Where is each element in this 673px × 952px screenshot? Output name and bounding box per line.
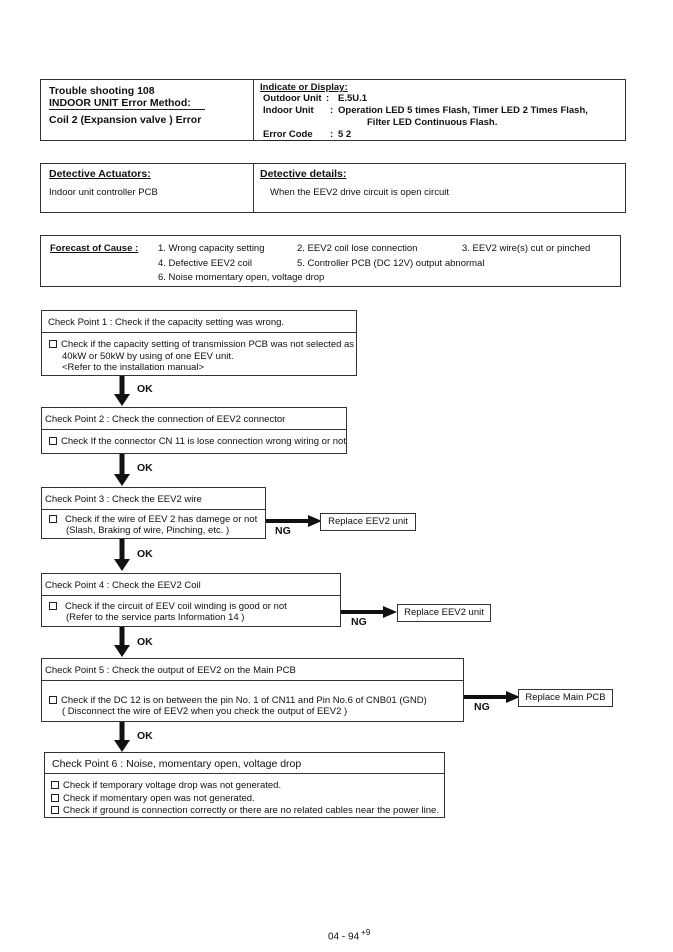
forecast-cause-3: 3. EEV2 wire(s) cut or pinched (462, 243, 591, 254)
ng-label: NG (351, 616, 367, 628)
indoor-colon: : (330, 105, 334, 116)
checkbox-icon (49, 340, 57, 348)
checkbox-icon (51, 781, 59, 789)
right-arrow-icon (464, 691, 520, 703)
check-point-6-item-2: Check if momentary open was not generate… (51, 793, 255, 804)
forecast-cause-6: 6. Noise momentary open, voltage drop (158, 272, 325, 283)
checkbox-icon (51, 794, 59, 802)
down-arrow-icon (114, 627, 130, 657)
ng-label: NG (474, 701, 490, 713)
checkbox-icon (49, 696, 57, 704)
checkbox-icon (49, 602, 57, 610)
check-point-6: Check Point 6 : Noise, momentary open, v… (44, 752, 445, 818)
forecast-cause-1: 1. Wrong capacity setting (158, 243, 265, 254)
ok-label: OK (137, 636, 153, 648)
check-point-6-item-3: Check if ground is connection correctly … (51, 805, 439, 816)
check-point-2-title: Check Point 2 : Check the connection of … (45, 414, 286, 425)
page-number: 04 - 94+9 (328, 928, 371, 943)
error-code-colon: : (330, 129, 334, 140)
check-point-4-line-2: (Refer to the service parts Information … (66, 612, 245, 623)
replace-main-pcb-button: Replace Main PCB (518, 689, 613, 707)
check-point-1-item: Check if the capacity setting of transmi… (49, 339, 354, 350)
checkbox-icon (49, 515, 57, 523)
down-arrow-icon (114, 539, 130, 571)
check-point-4-title: Check Point 4 : Check the EEV2 Coil (45, 580, 201, 591)
check-point-3: Check Point 3 : Check the EEV2 wire Chec… (41, 487, 266, 539)
outdoor-value: E.5U.1 (338, 93, 368, 104)
outdoor-colon: : (326, 93, 330, 104)
check-point-5-line-2: ( Disconnect the wire of EEV2 when you c… (62, 706, 348, 717)
ok-label: OK (137, 383, 153, 395)
error-code-label: Error Code (263, 129, 319, 141)
header-box: Trouble shooting 108 INDOOR UNIT Error M… (40, 79, 626, 141)
indoor-value-1: Operation LED 5 times Flash, Timer LED 2… (338, 105, 588, 116)
forecast-cause-5: 5. Controller PCB (DC 12V) output abnorm… (297, 258, 485, 269)
outdoor-label: Outdoor Unit (263, 93, 322, 104)
check-point-6-item-1: Check if temporary voltage drop was not … (51, 780, 281, 791)
check-point-5-title: Check Point 5 : Check the output of EEV2… (45, 665, 296, 676)
forecast-cause-2: 2. EEV2 coil lose connection (297, 243, 418, 254)
check-point-1-title: Check Point 1 : Check if the capacity se… (48, 317, 285, 328)
forecast-cause-4: 4. Defective EEV2 coil (158, 258, 252, 269)
ts-subject: Coil 2 (Expansion valve ) Error (49, 114, 202, 126)
forecast-label: Forecast of Cause : (50, 243, 139, 254)
detective-actuators-label: Detective Actuators: (49, 168, 151, 180)
indoor-value-2: Filter LED Continuous Flash. (367, 117, 498, 128)
down-arrow-icon (114, 376, 130, 406)
down-arrow-icon (114, 722, 130, 752)
ok-label: OK (137, 462, 153, 474)
forecast-box: Forecast of Cause : 1. Wrong capacity se… (40, 235, 621, 287)
check-point-6-title: Check Point 6 : Noise, momentary open, v… (52, 758, 302, 770)
checkbox-icon (49, 437, 57, 445)
ts-method: INDOOR UNIT Error Method: (49, 97, 205, 110)
detective-actuators-value: Indoor unit controller PCB (49, 187, 158, 198)
replace-eev2-unit-button: Replace EEV2 unit (320, 513, 416, 531)
ng-label: NG (275, 525, 291, 537)
check-point-5-item: Check if the DC 12 is on between the pin… (49, 695, 427, 706)
detective-details-value: When the EEV2 drive circuit is open circ… (270, 187, 449, 198)
detective-details-label: Detective details: (260, 168, 347, 180)
checkbox-icon (51, 806, 59, 814)
ok-label: OK (137, 548, 153, 560)
indicate-label: Indicate or Display: (260, 82, 348, 93)
ts-title: Trouble shooting 108 (49, 85, 155, 97)
check-point-1: Check Point 1 : Check if the capacity se… (41, 310, 357, 376)
check-point-3-title: Check Point 3 : Check the EEV2 wire (45, 494, 202, 505)
down-arrow-icon (114, 454, 130, 486)
check-point-3-line-2: (Slash, Braking of wire, Pinching, etc. … (66, 525, 230, 536)
replace-eev2-unit-button: Replace EEV2 unit (397, 604, 491, 622)
check-point-3-item: Check if the wire of EEV 2 has damege or… (49, 514, 257, 525)
right-arrow-icon (266, 515, 322, 527)
check-point-5: Check Point 5 : Check the output of EEV2… (41, 658, 464, 722)
check-point-2-item: Check If the connector CN 11 is lose con… (49, 436, 346, 447)
check-point-1-line-2: 40kW or 50kW by using of one EEV unit. (62, 351, 234, 362)
error-code-value: 5 2 (338, 129, 352, 140)
check-point-2: Check Point 2 : Check the connection of … (41, 407, 347, 454)
check-point-4-item: Check if the circuit of EEV coil winding… (49, 601, 287, 612)
check-point-1-line-3: <Refer to the installation manual> (62, 362, 205, 373)
ok-label: OK (137, 730, 153, 742)
right-arrow-icon (341, 606, 397, 618)
indoor-label: Indoor Unit (263, 105, 314, 116)
detective-box: Detective Actuators: Indoor unit control… (40, 163, 626, 213)
check-point-4: Check Point 4 : Check the EEV2 Coil Chec… (41, 573, 341, 627)
